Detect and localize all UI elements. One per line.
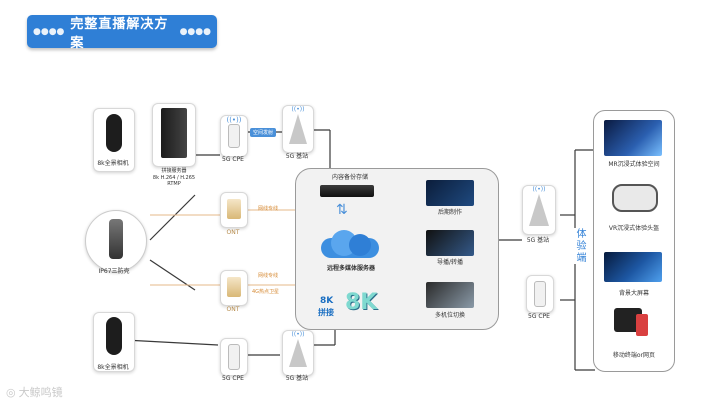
media-server-label: 远程多媒体服务器 bbox=[326, 265, 375, 272]
big-screen-image bbox=[604, 252, 662, 282]
server-icon bbox=[161, 108, 187, 158]
tripod-card bbox=[85, 210, 147, 272]
stitch-server-card bbox=[152, 103, 196, 167]
cpe-right-label: 5G CPE bbox=[528, 313, 550, 320]
watermark: ◎ 大鲸鸣镜 bbox=[6, 384, 63, 400]
wired-bottom-label-1: 网线专线 bbox=[258, 273, 279, 279]
wifi-icon: ((•)) bbox=[226, 116, 242, 124]
camera-bottom-label: 8k全景相机 bbox=[97, 364, 129, 371]
dots-icon: ●●●● bbox=[179, 26, 211, 37]
ont-device-icon bbox=[227, 277, 241, 297]
big-8k-text: 8K bbox=[345, 290, 378, 315]
cpe-top-label: 5G CPE bbox=[222, 156, 244, 163]
storage-label: 内容备份存储 bbox=[331, 174, 368, 181]
post-production-image bbox=[426, 180, 474, 206]
broadcast-label: 导播/转播 bbox=[436, 259, 464, 266]
bs-bottom-card: ((•)) bbox=[282, 330, 314, 376]
title-badge: ●●●● 完整直播解决方案 ●●●● bbox=[27, 15, 217, 51]
multicam-image bbox=[426, 282, 474, 308]
signal-icon: ((•)) bbox=[532, 186, 546, 193]
wired-top-label: 网线专线 bbox=[258, 206, 279, 212]
broadcast-image bbox=[426, 230, 474, 256]
wired-bottom-label-2: 4G热点卫星 bbox=[252, 289, 280, 295]
vr-headset-icon bbox=[612, 184, 658, 212]
camera-top-label: 8k全景相机 bbox=[97, 160, 129, 167]
watermark-text: 大鲸鸣镜 bbox=[18, 386, 63, 399]
camera-bottom-card bbox=[93, 312, 135, 372]
bs-right-card: ((•)) bbox=[522, 185, 556, 235]
cpe-device-icon bbox=[228, 124, 240, 148]
ont-top-card bbox=[220, 192, 248, 228]
cpe-right-card bbox=[526, 275, 554, 313]
ont-bottom-card bbox=[220, 270, 248, 306]
tower-icon bbox=[529, 194, 549, 226]
sync-arrows-icon: ⇅ bbox=[336, 202, 348, 218]
camera-top-card bbox=[93, 108, 135, 172]
cloud-icon bbox=[315, 228, 385, 260]
signal-icon: ((•)) bbox=[291, 331, 305, 338]
tower-icon bbox=[289, 114, 307, 144]
cpe-bottom-card bbox=[220, 338, 248, 376]
experience-item-4: 移动终端or网页 bbox=[612, 352, 656, 359]
ont-bottom-label: ONT bbox=[226, 306, 240, 313]
cpe-bottom-label: 5G CPE bbox=[222, 375, 244, 382]
tripod-label: IP67三防壳 bbox=[98, 268, 130, 275]
mr-space-image bbox=[604, 120, 662, 156]
camera-icon bbox=[106, 114, 122, 152]
dots-icon: ●●●● bbox=[33, 26, 65, 37]
signal-icon: ((•)) bbox=[291, 106, 305, 113]
weibo-logo-icon: ◎ bbox=[6, 385, 16, 399]
post-production-label: 后期制作 bbox=[437, 209, 462, 216]
bs-top-label: 5G 基站 bbox=[285, 153, 309, 160]
experience-item-1: MR沉浸式体验空间 bbox=[608, 161, 660, 168]
experience-label: 体验端 bbox=[572, 228, 587, 264]
page-title: 完整直播解决方案 bbox=[70, 16, 169, 51]
multicam-label: 多机位切换 bbox=[434, 312, 465, 319]
experience-item-3: 背景大屏幕 bbox=[618, 290, 649, 297]
cpe-device-icon bbox=[534, 281, 546, 307]
stitch-8k-label: 8K bbox=[320, 296, 334, 306]
tower-icon bbox=[289, 339, 307, 367]
tripod-icon bbox=[109, 219, 123, 259]
bs-top-card: ((•)) bbox=[282, 105, 314, 153]
storage-icon bbox=[320, 185, 374, 197]
stitch-label: 拼接 bbox=[318, 308, 334, 317]
experience-item-2: VR沉浸式体验头盔 bbox=[608, 225, 660, 232]
camera-icon bbox=[106, 317, 122, 355]
ont-top-label: ONT bbox=[226, 229, 240, 236]
mobile-terminal-icon bbox=[614, 306, 650, 336]
cpe-top-card: ((•)) bbox=[220, 115, 248, 157]
cpe-device-icon bbox=[228, 344, 240, 370]
bs-right-label: 5G 基站 bbox=[526, 237, 550, 244]
stitch-server-name: 拼接服务器 bbox=[161, 168, 187, 174]
link-top-tag: 空间发射 bbox=[250, 128, 277, 137]
bs-bottom-label: 5G 基站 bbox=[285, 375, 309, 382]
stitch-server-spec: 8k H.264 / H.265 RTMP bbox=[152, 175, 196, 187]
ont-device-icon bbox=[227, 199, 241, 219]
